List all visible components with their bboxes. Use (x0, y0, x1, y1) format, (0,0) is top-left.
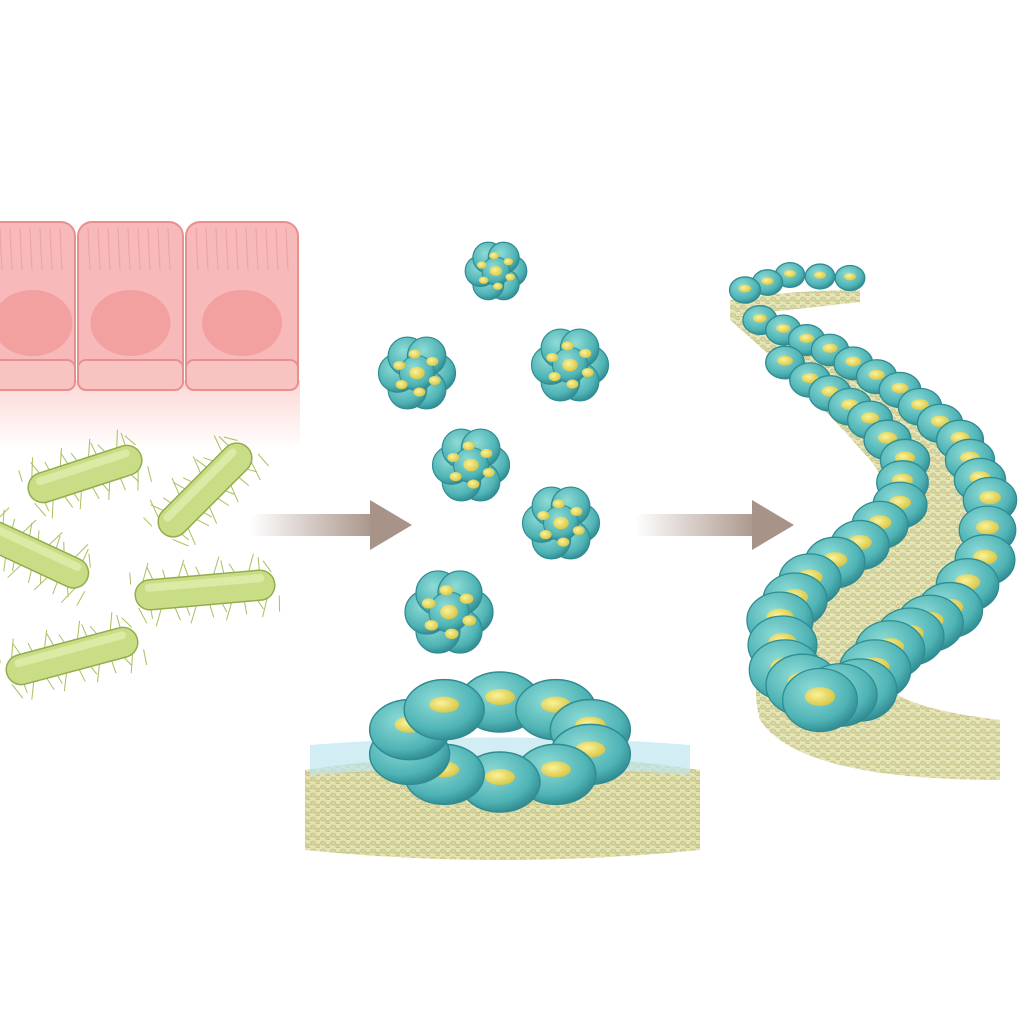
bacteria-group (0, 429, 281, 700)
bacterium (129, 553, 281, 627)
epithelial-cell (0, 221, 76, 391)
arrow-right-icon (635, 500, 794, 550)
chain-cell (728, 276, 762, 304)
bacterium (18, 429, 153, 519)
arrow-right-icon (250, 500, 412, 550)
epithelial-cells (0, 221, 300, 450)
cell-cluster (377, 336, 457, 410)
bacterium (0, 507, 91, 606)
cell-cluster (464, 241, 528, 301)
epithelial-cell (77, 221, 184, 391)
cell-cluster (530, 328, 610, 402)
cell-cluster (431, 428, 511, 502)
bacterium (0, 612, 148, 700)
chain-cell (804, 263, 836, 290)
chain-cell (834, 264, 866, 292)
ring-cell (403, 678, 485, 741)
cell-cluster (404, 570, 494, 654)
epithelial-cell (185, 221, 299, 391)
bacterium (143, 435, 269, 547)
chain-cell (782, 667, 858, 733)
cell-ring (368, 671, 632, 813)
cell-clusters (377, 241, 610, 654)
cell-chain (728, 261, 1018, 733)
cell-cluster (521, 486, 601, 560)
